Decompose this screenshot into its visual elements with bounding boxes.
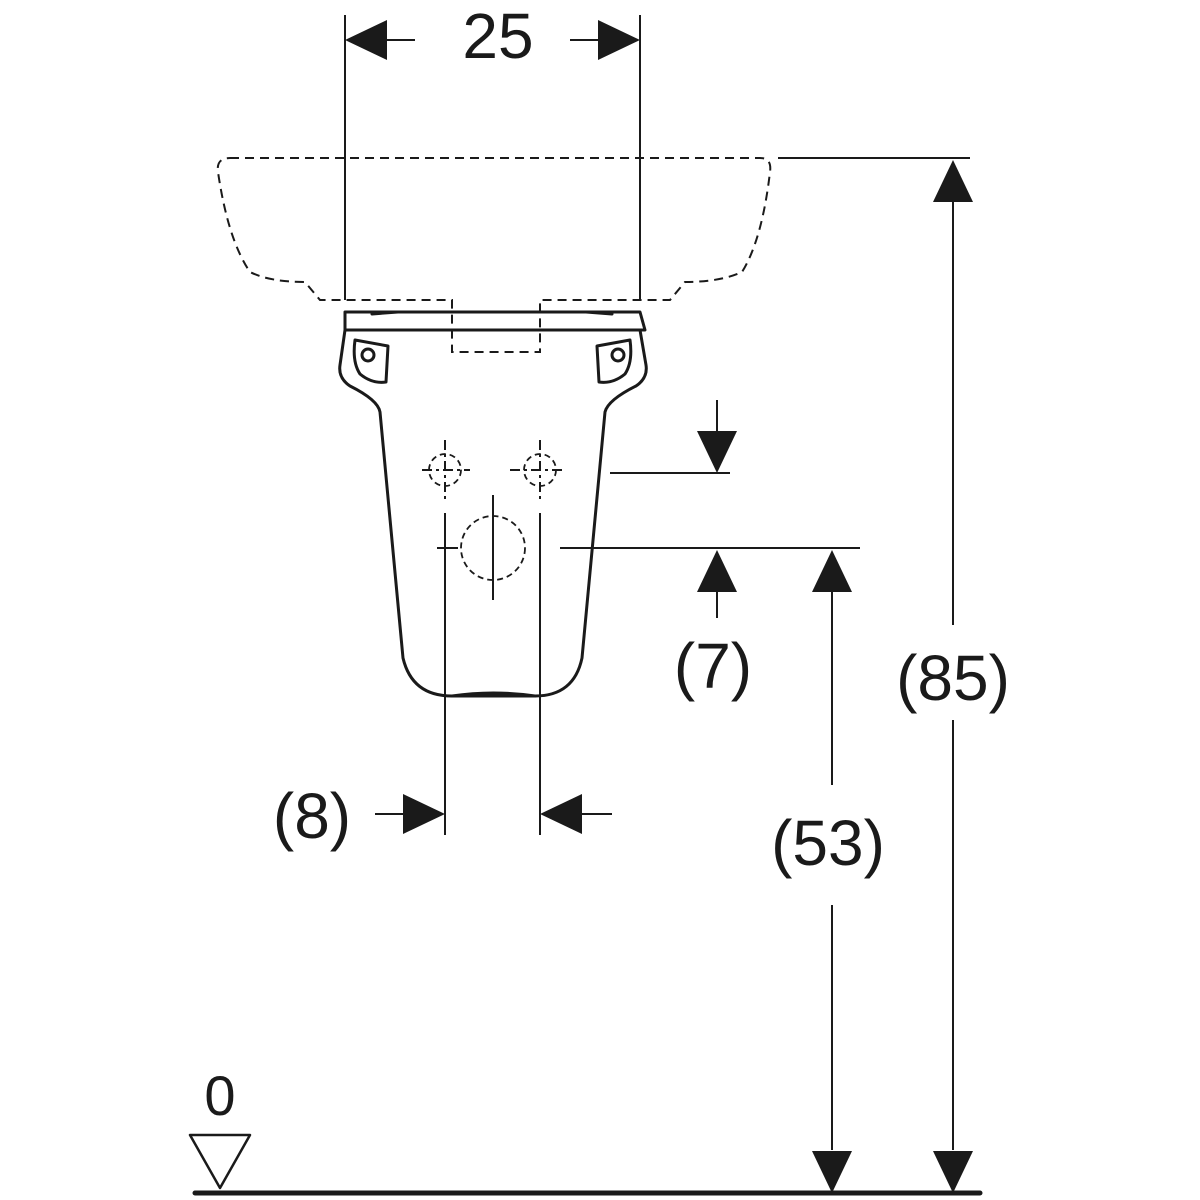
dimension-supply-offset xyxy=(610,400,737,618)
dimension-supply-spacing-label: (8) xyxy=(273,780,351,852)
dimension-top-width-label: 25 xyxy=(462,0,533,72)
supply-connection-left xyxy=(422,440,470,500)
washbasin-outline xyxy=(216,157,772,353)
dimension-drain-height-label: (53) xyxy=(771,807,885,879)
floor-reference xyxy=(188,1133,983,1196)
dimension-total-height-label: (85) xyxy=(896,642,1010,714)
drain-connection xyxy=(437,495,860,835)
dimension-supply-spacing xyxy=(375,794,612,834)
floor-level-label: 0 xyxy=(204,1064,235,1127)
dimension-drain-height xyxy=(812,550,852,1193)
dimension-supply-offset-label: (7) xyxy=(674,630,752,702)
dimension-top-width xyxy=(344,15,641,300)
mounting-hole-left xyxy=(360,347,376,363)
mounting-hole-right xyxy=(610,347,626,363)
semi-pedestal xyxy=(338,310,648,698)
dimension-total-height xyxy=(778,157,973,1193)
supply-connection-right xyxy=(510,440,562,500)
floor-level-triangle xyxy=(188,1133,252,1190)
